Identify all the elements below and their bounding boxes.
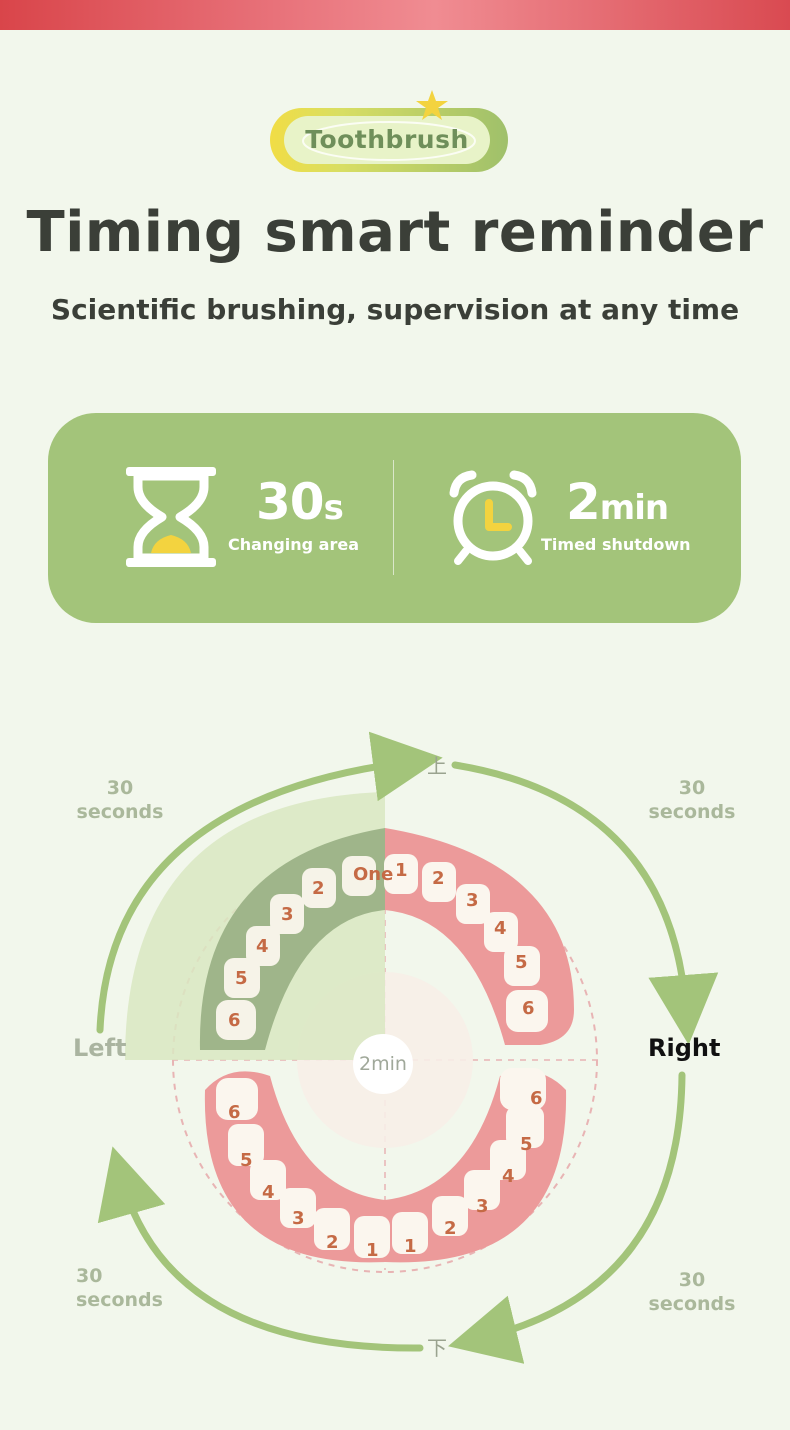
tooth (456, 884, 490, 924)
tooth-number: 4 (262, 1182, 275, 1203)
tooth-number: 5 (240, 1150, 253, 1171)
tooth (216, 1078, 258, 1120)
tooth-number: 3 (476, 1196, 489, 1217)
tooth-number: 6 (228, 1102, 241, 1123)
upper-left-teeth (216, 856, 376, 1040)
lower-teeth (216, 1068, 546, 1258)
tooth-number: 4 (502, 1166, 515, 1187)
top-banner (0, 0, 790, 30)
tooth (464, 1170, 500, 1210)
tooth (504, 946, 540, 986)
stat-value-timed-shutdown: 2min (566, 473, 669, 531)
hourglass-icon (126, 467, 216, 567)
tooth-number: 6 (522, 998, 535, 1019)
tooth (224, 958, 260, 998)
center-timer-label: 2min (353, 1034, 413, 1094)
tooth-number: 2 (444, 1218, 457, 1239)
right-label: Right (648, 1034, 721, 1062)
tooth (422, 862, 456, 902)
stat-label-timed-shutdown: Timed shutdown (541, 535, 691, 554)
tooth (484, 912, 518, 952)
tooth (342, 856, 376, 896)
top-mark: 上 (427, 754, 447, 778)
tooth (384, 854, 418, 894)
tooth-number: 3 (281, 904, 294, 925)
badge-swoosh-decoration (302, 121, 476, 161)
badge-inner (284, 116, 490, 164)
tooth-number: 2 (312, 878, 325, 899)
tooth-number: 2 (326, 1232, 339, 1253)
tooth-number: 5 (515, 952, 528, 973)
stats-card: 30s Changing area 2min Timed shutdown (48, 413, 741, 623)
tooth (246, 926, 280, 966)
arrow-upper-right (451, 761, 719, 1045)
tooth (506, 990, 548, 1032)
star-icon (416, 90, 448, 120)
arrow-lower-right (447, 1071, 686, 1364)
tooth (250, 1160, 286, 1200)
tooth (280, 1188, 316, 1228)
tooth (228, 1124, 264, 1166)
tooth-number: 1 (404, 1236, 417, 1257)
tooth (302, 868, 336, 908)
tooth (506, 1106, 544, 1148)
tooth (500, 1068, 546, 1110)
tooth-number: 2 (432, 868, 445, 889)
tooth (432, 1196, 468, 1236)
tooth-number: 6 (228, 1010, 241, 1031)
badge-label: Toothbrush (305, 125, 469, 154)
tooth (490, 1140, 526, 1180)
upper-right-teeth (384, 854, 548, 1032)
toothbrush-badge: Toothbrush (270, 90, 508, 172)
tooth-number: 3 (292, 1208, 305, 1229)
tooth (314, 1208, 350, 1250)
alarm-clock-icon (449, 470, 537, 565)
tooth-number: 1 (395, 860, 408, 881)
tooth-number: 1 (366, 1240, 379, 1261)
tooth-number: 6 (530, 1088, 543, 1109)
tooth (392, 1212, 428, 1254)
bottom-mark: 下 (427, 1336, 447, 1360)
tooth-number: 5 (520, 1134, 533, 1155)
tooth (270, 894, 304, 934)
tooth-number: 4 (494, 918, 507, 939)
page-subtitle: Scientific brushing, supervision at any … (50, 293, 740, 326)
tooth-number: 5 (235, 968, 248, 989)
stat-value-changing-area: 30s (256, 473, 344, 531)
stats-divider (393, 460, 394, 575)
tooth-number: 3 (466, 890, 479, 911)
page-title: Timing smart reminder (26, 200, 764, 265)
tooth (216, 1000, 256, 1040)
tooth (354, 1216, 390, 1258)
tooth-number: One (353, 864, 393, 885)
tooth-number: 4 (256, 936, 269, 957)
arrow-upper-left (96, 731, 443, 1034)
arrow-lower-left (97, 1146, 424, 1352)
stat-label-changing-area: Changing area (228, 535, 360, 554)
left-label: Left (73, 1034, 127, 1062)
